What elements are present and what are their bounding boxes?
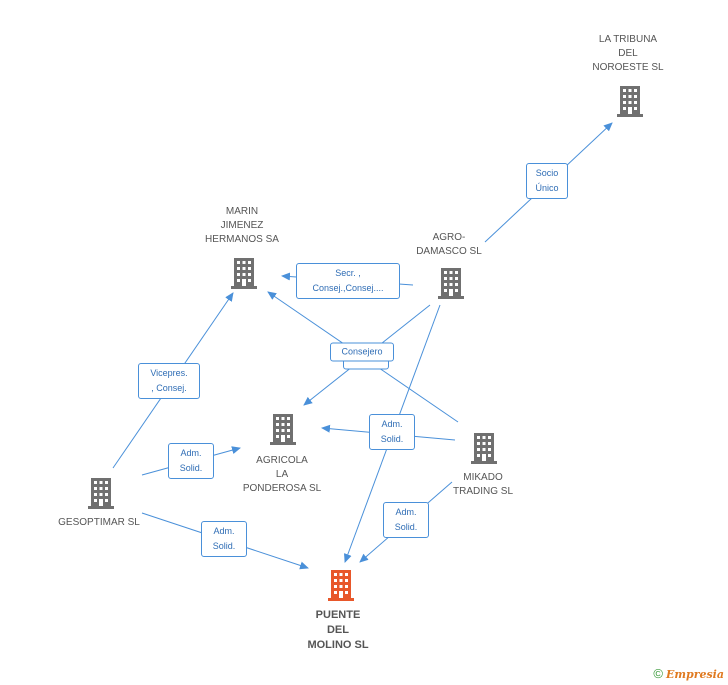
marin-jimenez-label[interactable]: MARIN JIMENEZ HERMANOS SA xyxy=(205,206,279,245)
puente-building-icon[interactable] xyxy=(328,570,354,601)
agro-damasco-label[interactable]: AGRO- DAMASCO SL xyxy=(416,232,482,257)
edge-label-geso-puente[interactable]: Adm. Solid. xyxy=(201,521,247,557)
agricola-building-icon[interactable] xyxy=(270,414,296,445)
mikado-label[interactable]: MIKADO TRADING SL xyxy=(452,472,514,497)
edge-label-vicepres-consej[interactable]: Vicepres. , Consej. xyxy=(138,363,200,399)
edge-label-socio-unico[interactable]: Socio Único xyxy=(526,163,568,199)
agro-damasco-building-icon[interactable] xyxy=(438,268,464,299)
la-tribuna-label[interactable]: LA TRIBUNA DEL NOROESTE SL xyxy=(592,34,664,73)
copyright-symbol: © xyxy=(653,666,663,681)
gesoptimar-building-icon[interactable] xyxy=(88,478,114,509)
edge-label-mikado-agricola[interactable]: Adm. Solid. xyxy=(369,414,415,450)
gesoptimar-label[interactable]: GESOPTIMAR SL xyxy=(58,517,140,528)
edge-label-mikado-puente[interactable]: Adm. Solid. xyxy=(383,502,429,538)
brand-name: Empresia xyxy=(665,668,724,681)
footer-brand: © Empresia xyxy=(653,666,724,681)
la-tribuna-building-icon[interactable] xyxy=(617,86,643,117)
edge-label-secr-consej[interactable]: Secr. , Consej.,Consej.... xyxy=(296,263,400,299)
edge-label-consejero[interactable]: Consejero xyxy=(330,342,394,362)
mikado-building-icon[interactable] xyxy=(471,433,497,464)
agricola-label[interactable]: AGRICOLA LA PONDEROSA SL xyxy=(242,455,322,494)
edge-label-geso-agricola[interactable]: Adm. Solid. xyxy=(168,443,214,479)
marin-jimenez-building-icon[interactable] xyxy=(231,258,257,289)
puente-label[interactable]: PUENTE DEL MOLINO SL xyxy=(307,609,369,651)
